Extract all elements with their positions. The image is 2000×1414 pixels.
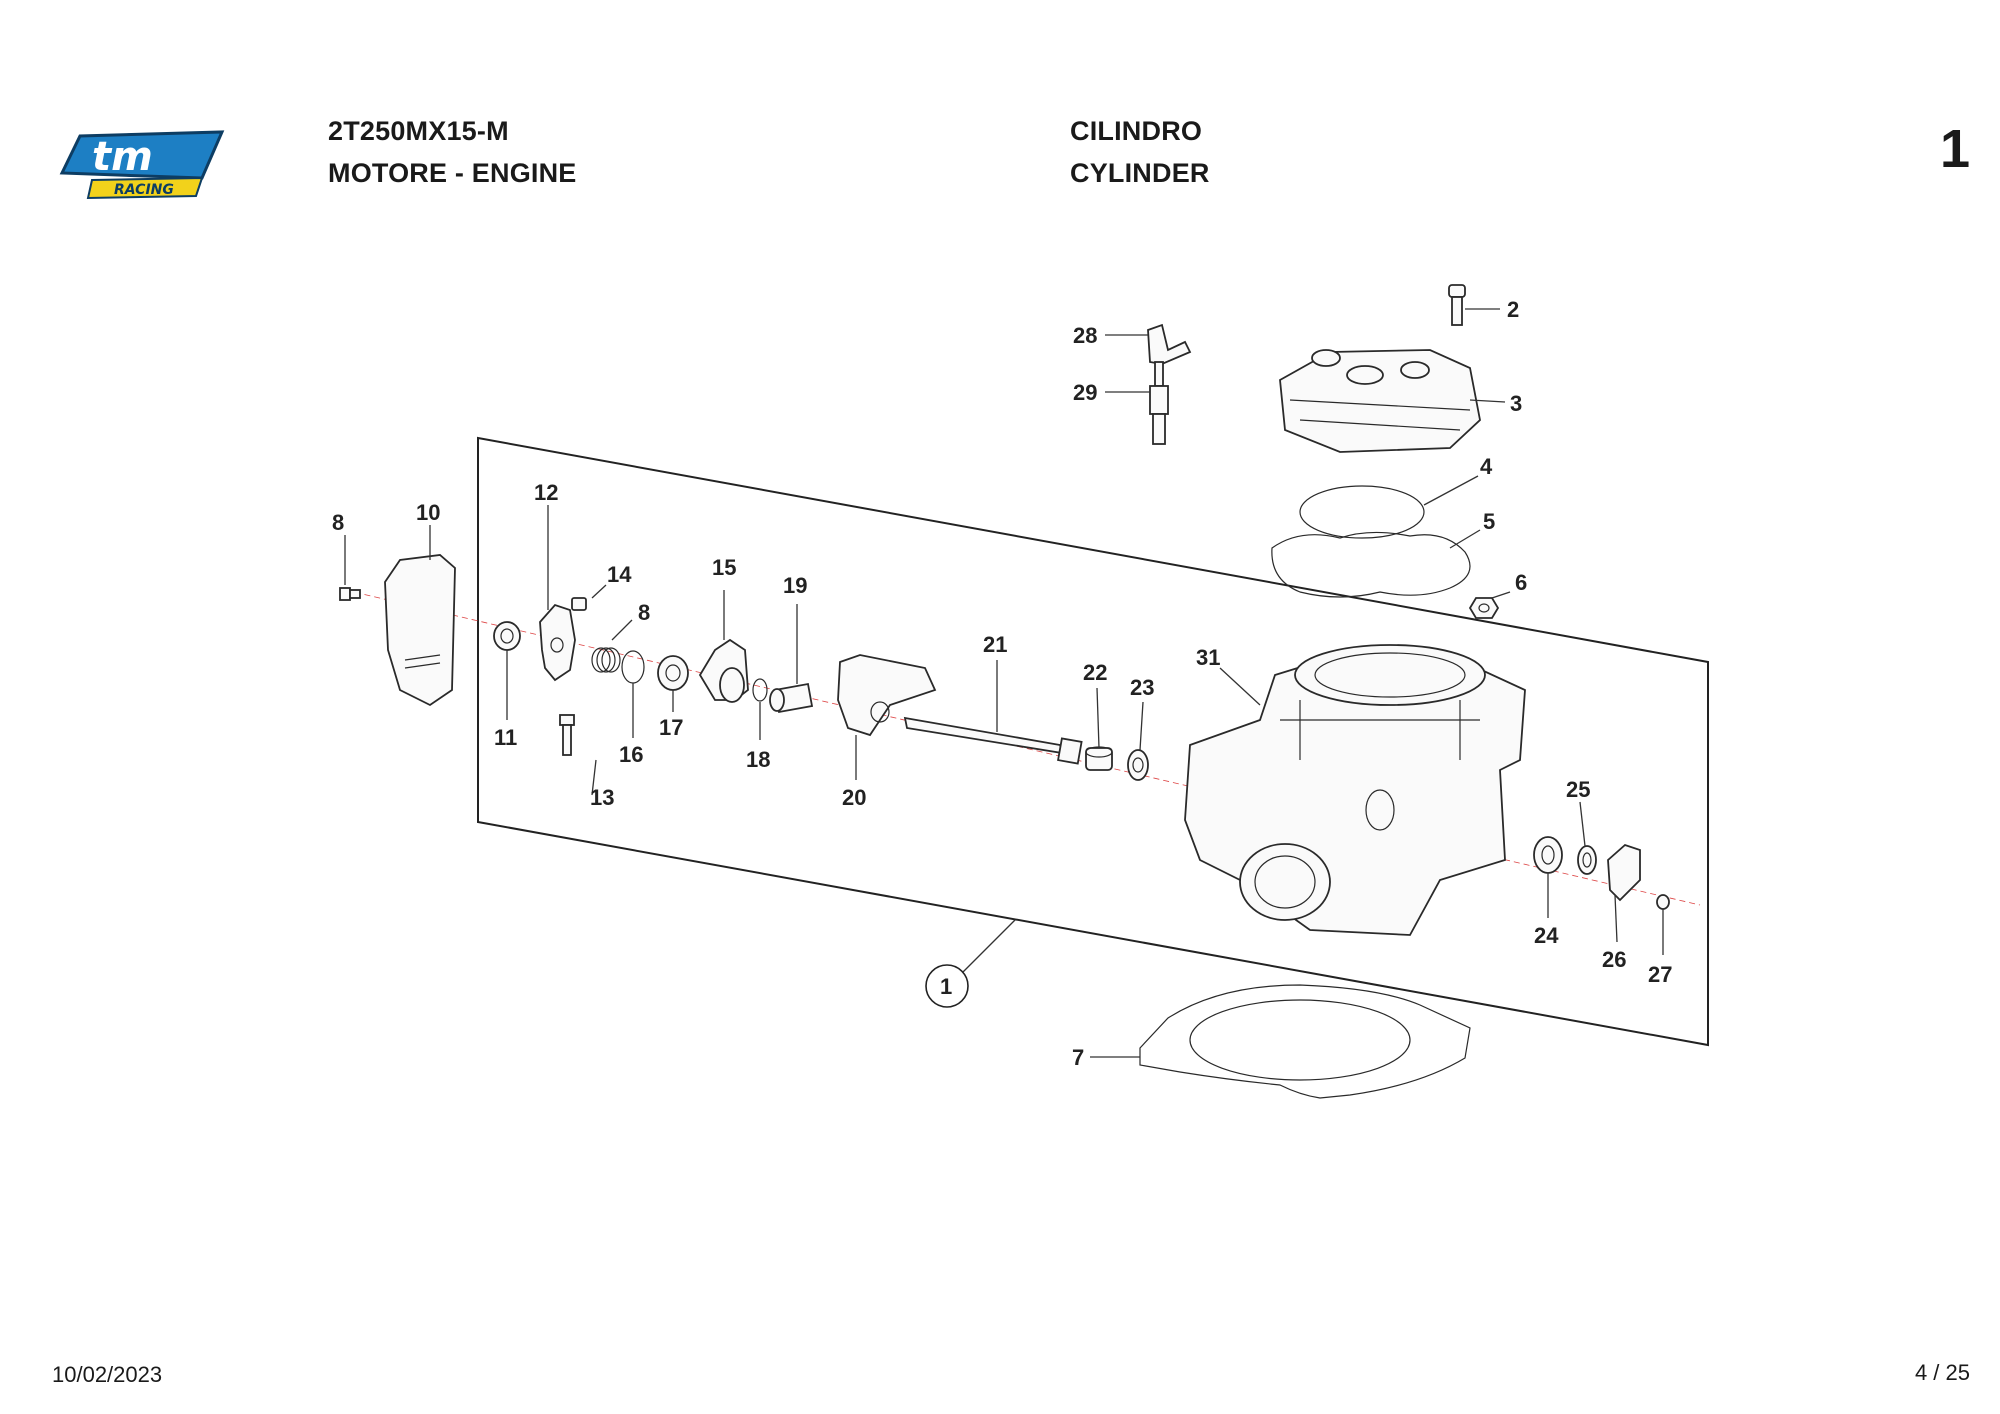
bushing-part-12 [493,621,521,651]
head-gasket-part-5 [1271,531,1471,598]
callout-5: 5 [1483,509,1495,534]
spark-plug-part-30 [1149,361,1169,445]
model-code: 2T250MX15-M [328,116,509,146]
spark-plug-cap-part-29 [1147,323,1192,365]
callout-22: 21 [983,632,1007,657]
callout-15: 14 [607,562,632,587]
callout-27: 26 [1602,947,1626,972]
screw-part-28 [1656,894,1670,910]
circlip-part-17 [621,650,645,684]
callout-30: 29 [1073,380,1097,405]
bushing-part-23 [1085,746,1113,771]
callout-7: 7 [1072,1045,1084,1070]
callout-26: 25 [1566,777,1590,802]
callout-21: 20 [842,785,866,810]
footer-date: 10/02/2023 [52,1362,163,1387]
footer-page-number: 4 / 25 [1914,1360,1970,1385]
section-title-en: CYLINDER [1070,158,1210,188]
head-bolt-part-2 [1448,284,1466,326]
callout-4: 4 [1480,454,1493,479]
nut-part-6 [1468,597,1500,619]
callout-1-circle: 1 [925,964,969,1008]
callout-labels: 2 3 4 5 6 28 29 7 31 8 10 11 12 13 14 8 … [332,297,1672,1070]
callout-18: 17 [659,715,683,740]
bushing-part-25 [1533,836,1563,874]
callout-8-visible: 8 [638,600,650,625]
lever-part-13 [539,603,576,682]
bolt-part-14 [559,714,575,756]
group-name: MOTORE - ENGINE [328,158,577,188]
section-title-it: CILINDRO [1070,116,1203,146]
screw-part-10 [339,587,361,601]
shaft-part-22 [903,716,1083,765]
callout-3: 3 [1510,391,1522,416]
callout-29: 28 [1073,323,1097,348]
tm-racing-logo: tm RACING [52,118,232,208]
callout-23: 22 [1083,660,1107,685]
callout-24: 23 [1130,675,1154,700]
exhaust-valve-part-21 [837,654,937,737]
assembly-frame [477,436,1709,1047]
callout-11: 10 [416,500,440,525]
callout-19: 18 [746,747,770,772]
callout-6: 6 [1515,570,1527,595]
callout-14: 13 [590,785,614,810]
valve-cover-part-11 [384,554,456,707]
seal-part-26 [1577,845,1597,875]
section-number: 1 [1939,119,1970,179]
logo-main-text: tm [92,134,153,180]
callout-12: 11 [494,725,517,750]
spring-part-8 [591,647,621,673]
bushing-part-20 [769,682,814,714]
callout-1: 1 [940,974,952,999]
bushing-part-18 [657,655,689,691]
cover-plate-part-27 [1607,843,1641,902]
callout-16: 15 [712,555,736,580]
callout-17: 16 [619,742,643,767]
callout-13: 12 [534,480,558,505]
base-gasket-part-7 [1139,984,1471,1099]
pin-part-15 [571,597,587,611]
o-ring-part-4 [1299,485,1425,539]
washer-part-24 [1127,749,1149,781]
flange-part-16 [698,638,749,703]
cylinder-part-31 [1184,644,1526,936]
o-ring-part-19 [752,678,768,702]
cylinder-head-part-3 [1279,349,1481,453]
callout-25: 24 [1534,923,1559,948]
leader-lines [344,308,1664,1058]
callout-2: 2 [1507,297,1519,322]
callout-28: 27 [1648,962,1672,987]
callout-10: 8 [332,510,344,535]
callout-31: 31 [1196,645,1220,670]
callout-20: 19 [783,573,807,598]
logo-sub-text: RACING [114,182,174,198]
